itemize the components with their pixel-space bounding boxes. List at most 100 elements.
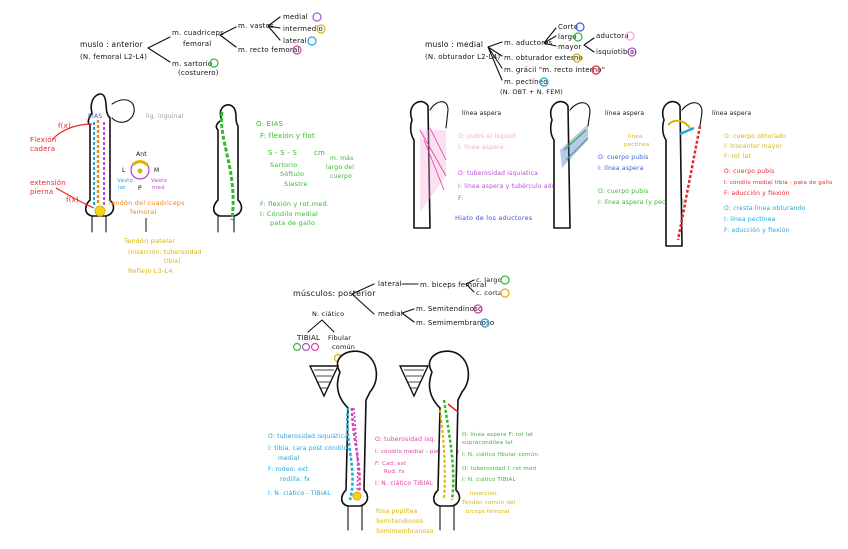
sacrum-triangle (308, 365, 340, 398)
ciatico-brace (307, 319, 335, 333)
p3-origin: O: cuerpo obturado (724, 133, 786, 140)
vasto-intermedio: intermedio (283, 25, 323, 33)
pectineo-line (679, 126, 695, 136)
biceps-corta: c. corta (476, 289, 502, 297)
linea-aspera-2: línea aspera (605, 110, 644, 117)
sartorio-function: F: flexión y flot (260, 132, 315, 140)
r-origin3: O: tuberosidad I: rot med (462, 466, 536, 472)
fibular-label: Fibular (328, 334, 351, 342)
adductor-area-pink (420, 130, 446, 212)
fcx2-label: f(x) (66, 196, 79, 204)
hiato-label: Hiato de los aductores (455, 214, 533, 222)
extension-label: extensión (30, 179, 66, 187)
isquiotibial-label: isquiotibial (596, 48, 636, 56)
m-origin: O: tuberosidad isq. (375, 436, 436, 443)
anterior-header: muslo : anterior (N. femoral L2-L4) m. c… (80, 12, 326, 77)
cadera-label: cadera (30, 145, 55, 153)
fosa-label3: Semimembranoso (376, 528, 434, 535)
linea-aspera-3: línea aspera (712, 110, 751, 117)
fosa-label: fosa poplítea (376, 508, 418, 515)
l-function2: rodilla: fx (280, 476, 311, 483)
vasto-medial: medial (283, 13, 308, 21)
pelvis-outline (111, 99, 135, 123)
sacrum-triangle-2 (398, 365, 430, 398)
mayor-brace (583, 37, 595, 53)
femur-bone-4 (549, 100, 571, 229)
posterior-thigh-section: músculos: posterior lateral m. biceps fe… (268, 275, 538, 535)
vasto-lateral: lateral (283, 37, 307, 45)
r-insertion-label2: Tendón común del (461, 499, 516, 506)
vastos-brace (267, 16, 281, 41)
tendon-label2: femoral (130, 208, 156, 216)
obturador-line (667, 119, 691, 129)
pelvis-outline-5 (681, 102, 703, 127)
p1-function: F: (458, 195, 463, 202)
femur-bone-3 (409, 100, 431, 229)
r-insertion-label3: biceps femoral (466, 509, 510, 515)
medial-title: muslo : medial (425, 40, 483, 49)
check-green-icon-4 (292, 342, 302, 352)
reflejo-label: Reflejo L3-L4 (128, 267, 173, 275)
patella-circle (94, 205, 106, 217)
cross-section-core (137, 168, 143, 174)
check-green-icon-2 (573, 32, 583, 42)
biceps-origin-mark (447, 403, 459, 413)
tibia-lines-2 (217, 215, 235, 233)
sartorio-femur-drawing: O: EIAS F: flexión y flot S - S - S cm S… (212, 104, 354, 233)
sartorio-cm: cm (314, 149, 325, 157)
p1-origin: O: pubis e/ isquiot (458, 133, 517, 140)
check-magenta-icon-4 (310, 342, 320, 352)
check-purple-icon (312, 12, 322, 22)
medial-header: muslo : medial (N. obturador L2-L4) m. a… (425, 22, 637, 96)
flexion-arrow (51, 123, 93, 141)
tibial-nerve-line (353, 407, 359, 501)
check-green-icon (209, 58, 219, 68)
biceps-label: m. biceps femoral (420, 281, 487, 289)
tendon-patelar-label: Tendón patelar (123, 237, 175, 245)
l-insertion: I: tibia, cara post cóndilo (268, 445, 348, 452)
p2-insertion2: I: línea aspera (y pectínea) (598, 199, 684, 206)
semimembranoso-label: m. Semimembranoso (416, 319, 494, 327)
tendon-label: Tendón del cuadriceps (107, 199, 185, 207)
quadriceps-label: m. cuadriceps (172, 29, 224, 37)
p3-origin3: O: cuerpo pubis (724, 168, 774, 175)
p2-origin: O: cuerpo pubis (598, 154, 648, 161)
p3-origin4: O: cresta línea obturando (724, 205, 806, 212)
femur-bone-post-1 (336, 350, 378, 507)
r-origin: O: línea aspera F: rot lat (462, 431, 534, 438)
semitendinoso-label: m. Semitendinoso (416, 305, 483, 313)
p2-green1: línea (628, 133, 642, 140)
flexion-label: Flexión (30, 136, 56, 144)
m-insertion: I: cóndilo medial - pata gallo (375, 448, 460, 455)
p2-insertion: I: línea aspera (598, 165, 644, 172)
check-cyan-icon-2 (539, 77, 549, 87)
sartorio-note: m. más (330, 155, 354, 162)
sartorio-a: Sartorio (270, 161, 297, 169)
check-yellow-icon (316, 24, 326, 34)
vastos-label: m. vastos (238, 22, 274, 30)
p3-function3: F: aducción y flexión (724, 190, 790, 197)
medial-thigh-section: muslo : medial (N. obturador L2-L4) m. a… (409, 22, 833, 247)
semitendinoso-line (350, 407, 361, 501)
medial-nerve: (N. obturador L2-L4) (425, 53, 500, 61)
check-cyan-icon (307, 36, 317, 46)
linea-aspera-1: línea aspera (462, 110, 501, 117)
femur-bone (84, 93, 115, 217)
sartorio-insertion2: pata de gallo (270, 219, 315, 227)
r-insertion: I: N. ciático fibular común (462, 451, 538, 458)
tibial-label: TIBIAL (296, 334, 320, 342)
p3-insertion3: I: cóndilo medial tibia - pata de gallo (724, 179, 833, 186)
check-yellow-icon-2 (572, 53, 582, 63)
check-purple-icon-2 (627, 47, 637, 57)
obturador-label: m. obturador externo (504, 54, 583, 62)
femur-bone-5 (661, 100, 683, 247)
sartorio-b: Sóftulo (280, 170, 304, 178)
largo-label: largo (558, 33, 577, 41)
extension-arrow (55, 187, 95, 209)
p3-insertion: I: trocanter mayor (724, 143, 782, 150)
sartorio-insertion: I: Cóndilo medial (260, 210, 318, 218)
p2-origin2: O: cuerpo pubis (598, 188, 648, 195)
fcx1-label: f(x) (58, 122, 71, 130)
posterior-femur-2: O: línea aspera F: rot lat supracondílea… (398, 350, 538, 531)
